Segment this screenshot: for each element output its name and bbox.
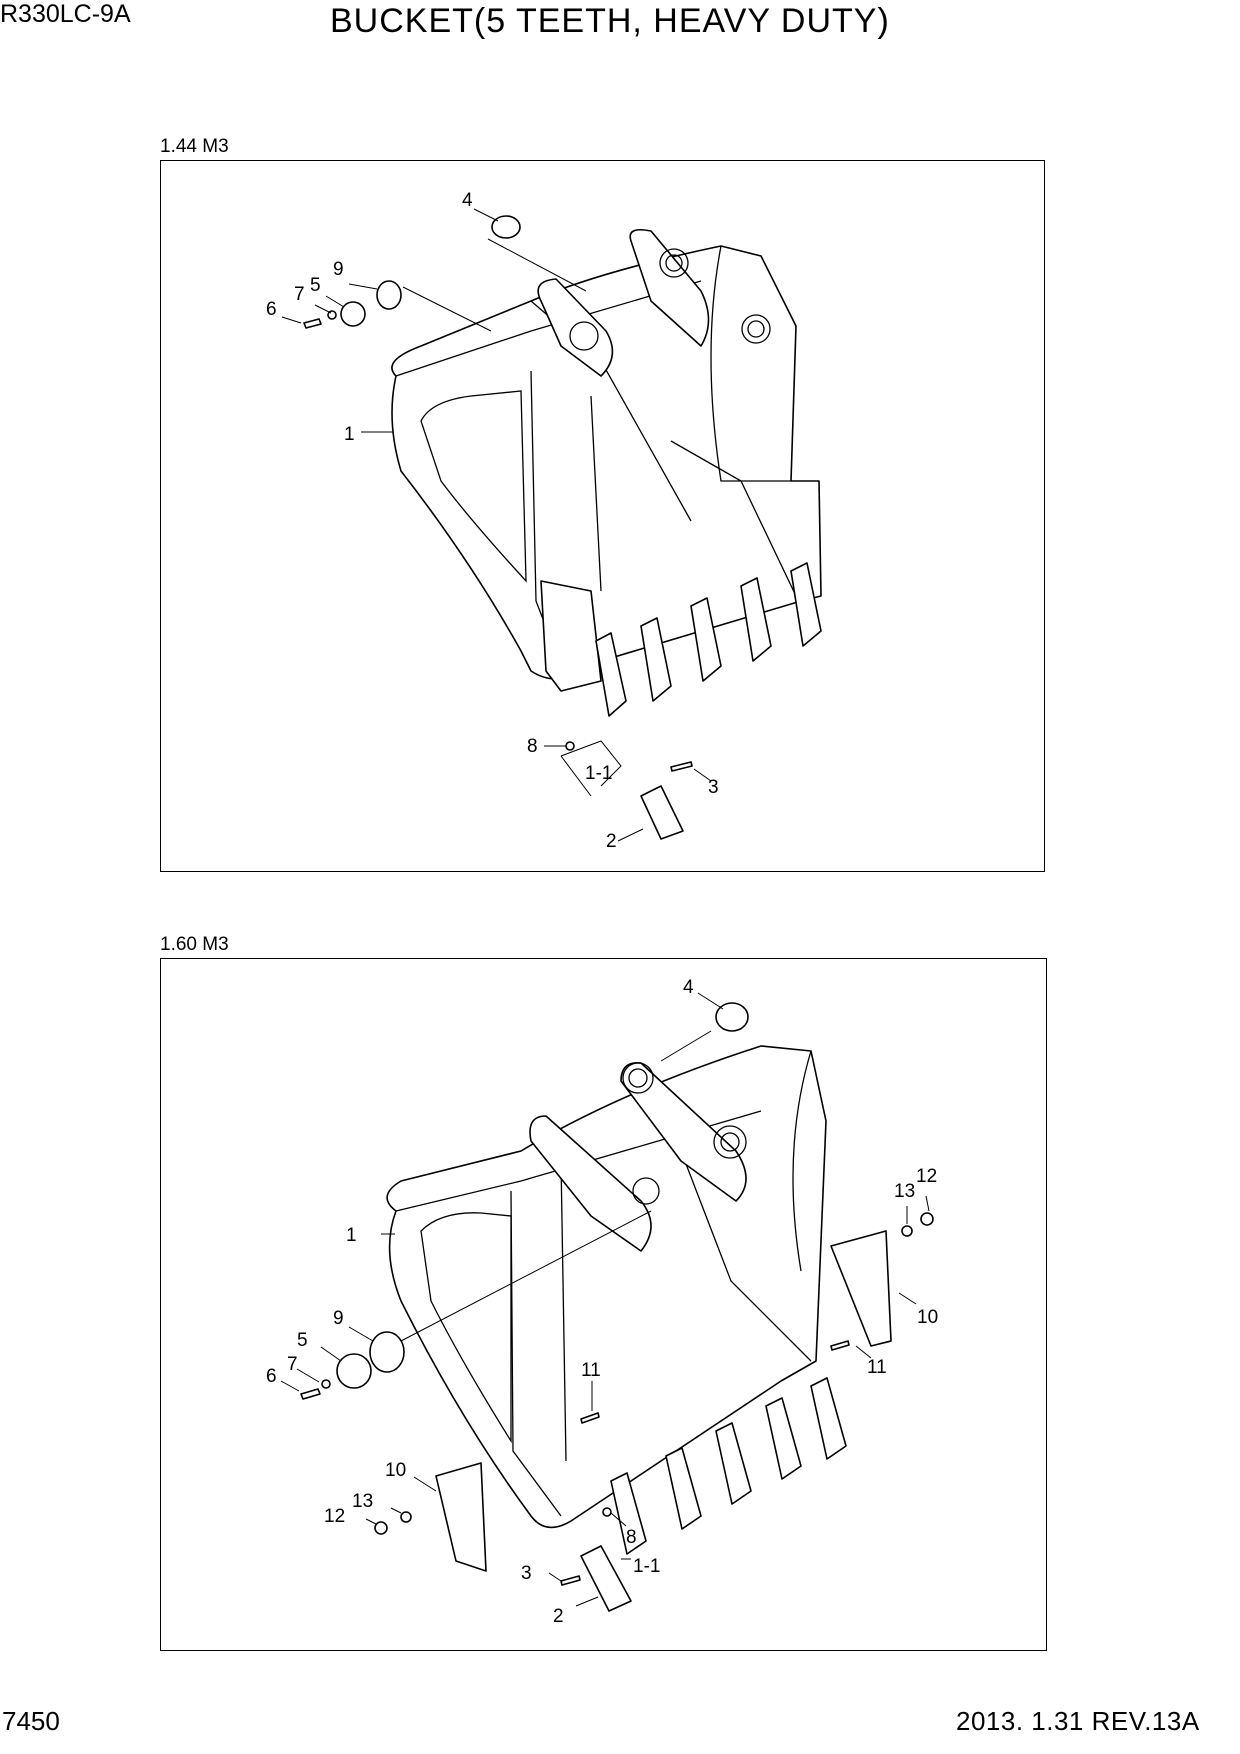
callout-6: 6 xyxy=(266,299,277,320)
callout-9: 9 xyxy=(333,1308,344,1329)
callout-1-1: 1-1 xyxy=(633,1556,660,1577)
diagram-caption-2: 1.60 M3 xyxy=(160,934,229,955)
page-number: 7450 xyxy=(2,1706,60,1736)
callout-1: 1 xyxy=(346,1225,357,1246)
callout-10: 10 xyxy=(385,1460,406,1481)
callout-1: 1 xyxy=(344,424,355,445)
callout-4: 4 xyxy=(683,977,694,998)
callout-2: 2 xyxy=(553,1606,564,1627)
model-number: R330LC-9A xyxy=(0,0,131,28)
callout-7: 7 xyxy=(294,284,305,305)
callout-12: 12 xyxy=(916,1166,937,1187)
bucket-body xyxy=(391,228,822,692)
callout-2: 2 xyxy=(606,831,617,852)
callout-3: 3 xyxy=(521,1563,532,1584)
callout-9: 9 xyxy=(333,259,344,280)
page-title: BUCKET(5 TEETH, HEAVY DUTY) xyxy=(330,2,890,40)
diagram-caption-1: 1.44 M3 xyxy=(160,136,229,157)
loose-parts xyxy=(300,1002,934,1586)
callout-7: 7 xyxy=(287,1354,298,1375)
revision-date: 2013. 1.31 REV.13A xyxy=(956,1706,1200,1736)
callout-4: 4 xyxy=(462,190,473,211)
bucket-drawing-2: 4 13 12 1 10 9 5 7 6 11 11 10 13 12 8 3 … xyxy=(266,977,938,1627)
bucket-diagram-1: 4 9 7 5 6 1 8 1-1 3 2 xyxy=(160,160,1045,872)
callout-3: 3 xyxy=(708,777,719,798)
callout-labels: 4 13 12 1 10 9 5 7 6 11 11 10 13 12 8 3 … xyxy=(266,977,938,1627)
loose-parts xyxy=(303,215,693,772)
callout-13: 13 xyxy=(894,1181,915,1202)
callout-5: 5 xyxy=(297,1330,308,1351)
bucket-diagram-2: 4 13 12 1 10 9 5 7 6 11 11 10 13 12 8 3 … xyxy=(160,958,1047,1651)
callout-5: 5 xyxy=(310,275,321,296)
callout-13: 13 xyxy=(352,1491,373,1512)
bucket-teeth xyxy=(580,1377,847,1612)
callout-6: 6 xyxy=(266,1366,277,1387)
bucket-drawing-1: 4 9 7 5 6 1 8 1-1 3 2 xyxy=(266,190,822,852)
callout-12: 12 xyxy=(324,1506,345,1527)
callout-1-1: 1-1 xyxy=(585,763,612,784)
callout-labels: 4 9 7 5 6 1 8 1-1 3 2 xyxy=(266,190,719,852)
callout-11: 11 xyxy=(581,1360,601,1381)
callout-11: 11 xyxy=(867,1357,887,1378)
bucket-body xyxy=(386,1045,892,1572)
callout-8: 8 xyxy=(626,1527,637,1548)
bucket-teeth xyxy=(595,562,822,840)
callout-10: 10 xyxy=(917,1307,938,1328)
callout-8: 8 xyxy=(527,736,538,757)
